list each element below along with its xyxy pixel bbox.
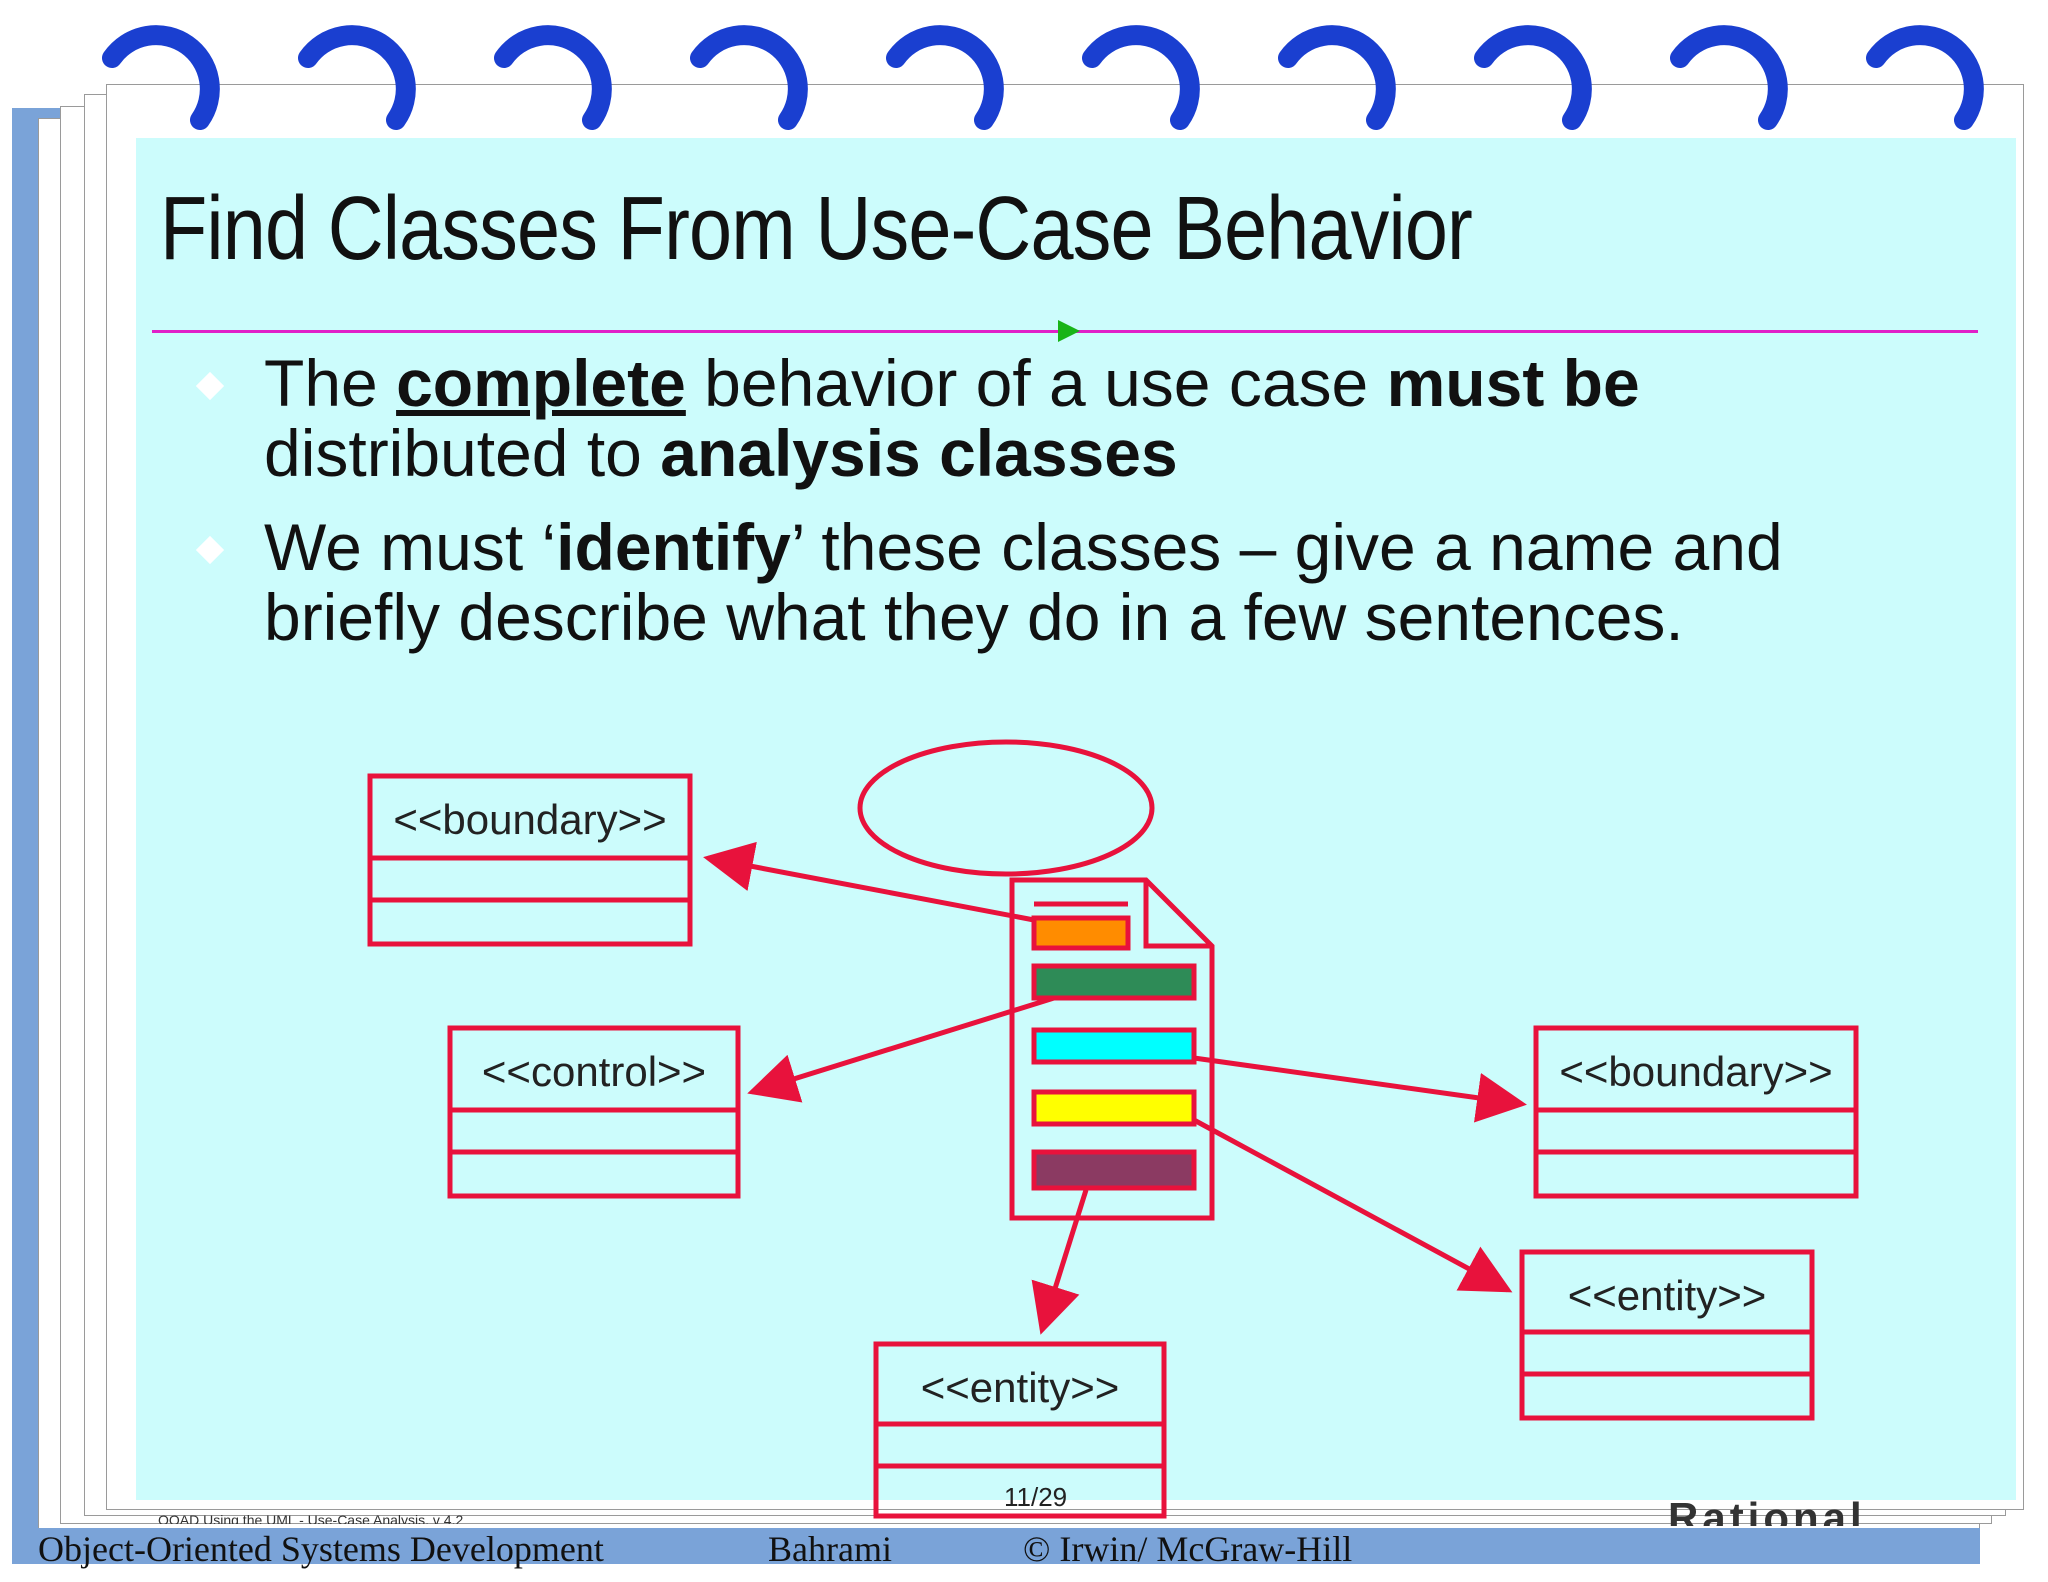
ring-icon <box>494 25 612 130</box>
footer-course-title: Object-Oriented Systems Development <box>38 1529 604 1569</box>
arrow-to-boundary-right <box>1193 1055 1527 1123</box>
arrow-to-entity-right <box>1192 1117 1513 1293</box>
class-label: <<control>> <box>482 1048 706 1095</box>
arrow-to-boundary-left <box>703 841 1035 923</box>
arrow-to-entity-bottom <box>1031 1189 1089 1335</box>
bullet-1-complete: complete <box>396 346 686 420</box>
class-label: <<entity>> <box>1568 1272 1767 1319</box>
ring-icon <box>690 25 808 130</box>
bullet-1-text-a: The <box>264 346 397 420</box>
class-box-control <box>447 1025 741 1199</box>
footer-copyright: © Irwin/ McGraw-Hill <box>1023 1529 1353 1569</box>
bullet-2-text-b: ’ these classes – give a name and briefl… <box>264 510 1783 654</box>
brand-logo: Rational <box>1668 1494 1866 1526</box>
document-bar <box>1031 963 1197 1001</box>
bullet-1-text-b: behavior of a use case <box>685 346 1387 420</box>
bullet-1: The complete behavior of a use case must… <box>264 348 1924 488</box>
ring-icon <box>1082 25 1200 130</box>
slide-title: Find Classes From Use-Case Behavior <box>160 179 1473 279</box>
document-fold <box>1143 880 1212 949</box>
footer-author: Bahrami <box>768 1529 892 1569</box>
binder-rings <box>102 25 1984 130</box>
bullet-2-text-a: We must ‘ <box>264 510 557 584</box>
class-box-entity-right <box>1519 1249 1815 1421</box>
slide-area <box>136 138 2016 1500</box>
use-case-ellipse <box>857 739 1155 877</box>
arrow-to-control <box>747 995 1055 1103</box>
class-label: <<boundary>> <box>393 796 666 843</box>
class-label: <<boundary>> <box>1559 1048 1832 1095</box>
ring-icon <box>1278 25 1396 130</box>
ring-icon <box>298 25 416 130</box>
document-bar <box>1031 1089 1197 1127</box>
ring-icon <box>1670 25 1788 130</box>
class-label: <<entity>> <box>921 1364 1120 1411</box>
bullet-2-identify: identify <box>556 510 791 584</box>
slide-course-note: OOAD Using the UML - Use-Case Analysis, … <box>158 1512 464 1524</box>
use-case-document <box>1009 877 1215 1221</box>
bullet-1-text-c: distributed to <box>264 416 661 490</box>
document-bar <box>1031 915 1131 951</box>
footer-bar <box>12 1528 1980 1564</box>
document-bar <box>1031 1027 1197 1065</box>
class-box-boundary-right <box>1533 1025 1859 1199</box>
bullet-1-analysis-classes: analysis classes <box>660 416 1178 490</box>
slide-page-number: 11/29 <box>1004 1482 1068 1512</box>
bullet-1-must-be: must be <box>1386 346 1640 420</box>
ring-icon <box>102 25 220 130</box>
ring-icon <box>886 25 1004 130</box>
class-box-boundary-top-left <box>367 773 693 947</box>
ring-icon <box>1866 25 1984 130</box>
class-box-entity-bottom <box>873 1341 1167 1519</box>
ring-icon <box>1474 25 1592 130</box>
document-bar <box>1031 1149 1197 1191</box>
bullet-2: We must ‘identify’ these classes – give … <box>264 512 1844 652</box>
title-arrow-icon <box>1058 320 1080 342</box>
